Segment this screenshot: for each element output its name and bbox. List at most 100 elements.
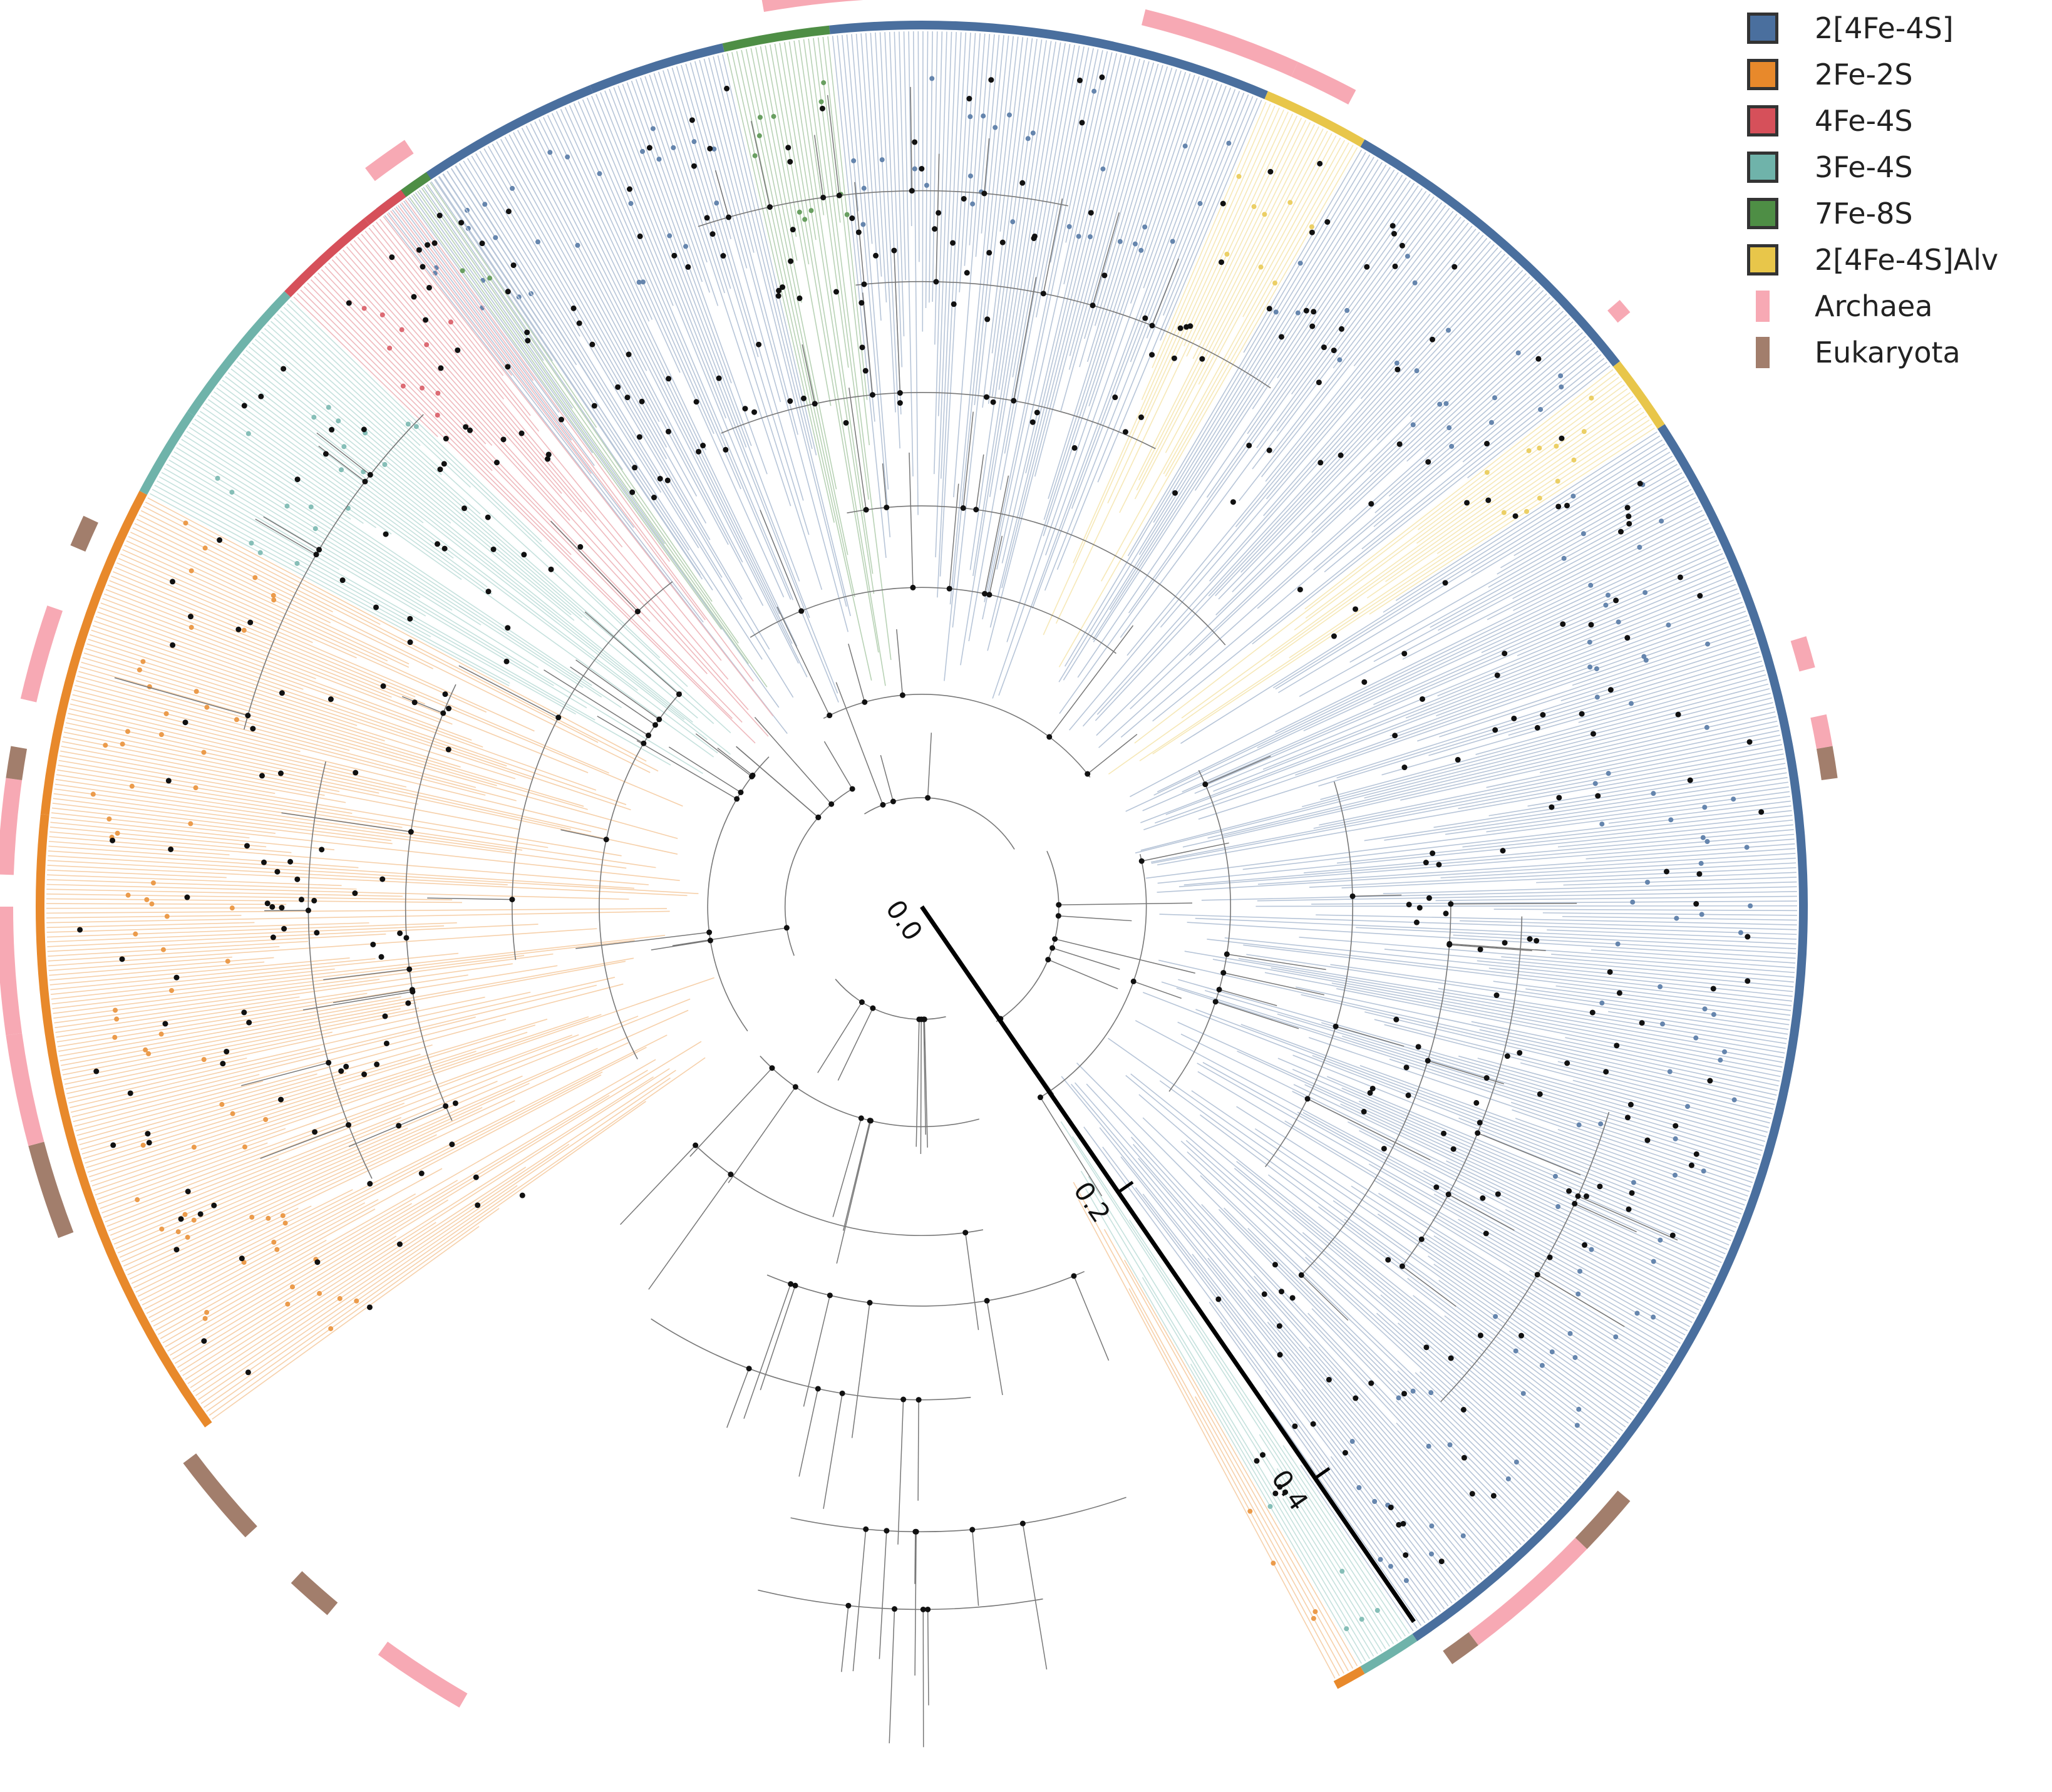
leaf-branch (1299, 480, 1687, 698)
node-dot (278, 1096, 284, 1103)
leaf-branch (1277, 1013, 1760, 1161)
leaf-branch (1275, 447, 1668, 690)
leaf-branch (1060, 63, 1159, 411)
leaf-node (691, 139, 697, 145)
internal-node (1037, 1094, 1043, 1101)
leaf-branch (426, 183, 623, 470)
leaf-branch (1395, 431, 1658, 601)
leaf-branch (60, 750, 346, 803)
node-dot (756, 341, 762, 348)
leaf-node (164, 914, 170, 919)
leaf-branch (127, 1042, 629, 1275)
node-dot (475, 1202, 481, 1208)
leaf-branch (1065, 51, 1108, 243)
leaf-branch (1094, 68, 1173, 326)
leaf-branch (894, 31, 905, 337)
node-dot (1693, 901, 1699, 907)
internal-branch (760, 510, 802, 612)
node-dot (1331, 348, 1337, 354)
leaf-node (493, 235, 498, 240)
node-dot (780, 284, 786, 291)
leaf-node (861, 185, 867, 191)
leaf-node (1574, 1423, 1580, 1428)
node-dot (1122, 429, 1128, 435)
node-dot (269, 904, 276, 910)
leaf-node (129, 783, 135, 789)
leaf-branch (108, 998, 691, 1232)
leaf-branch (1525, 988, 1790, 1026)
leaf-node (158, 1031, 164, 1037)
leaf-node (1606, 771, 1611, 776)
leaf-node (399, 327, 405, 332)
leaf-branch (134, 523, 433, 669)
leaf-node (756, 133, 762, 138)
node-dot (1423, 860, 1429, 866)
internal-branch (651, 1318, 971, 1401)
leaf-node (1066, 224, 1072, 229)
node-dot (849, 215, 855, 222)
leaf-branch (335, 255, 769, 737)
leaf-branch (1165, 597, 1741, 815)
node-dot (1441, 1130, 1447, 1136)
leaf-branch (1368, 1163, 1681, 1344)
node-dot (984, 316, 991, 322)
leaf-branch (59, 957, 634, 1061)
leaf-branch (1254, 1275, 1508, 1558)
internal-node (962, 1230, 969, 1236)
leaf-branch (176, 447, 421, 599)
leaf-branch (58, 765, 353, 814)
node-dot (785, 145, 791, 151)
leaf-branch (1257, 324, 1577, 609)
internal-branch (1039, 854, 1147, 1099)
leaf-branch (59, 755, 276, 795)
node-dot (1560, 621, 1566, 627)
node-dot (1099, 74, 1105, 80)
leaf-branch (1086, 69, 1177, 363)
leaf-node (1394, 360, 1400, 366)
leaf-node (821, 80, 827, 86)
leaf-node (326, 404, 331, 410)
leaf-branch (59, 996, 401, 1057)
leaf-node (1403, 1578, 1409, 1583)
leaf-node (1437, 401, 1443, 407)
node-dot (671, 252, 678, 259)
internal-branch (1215, 1001, 1299, 1029)
leaf-branch (79, 1044, 433, 1146)
node-dot (1433, 1184, 1440, 1190)
leaf-node (1515, 350, 1521, 356)
leaf-branch (126, 540, 388, 662)
leaf-node (1460, 1533, 1466, 1538)
leaf-branch (765, 45, 832, 406)
leaf-branch (192, 1069, 676, 1393)
leaf-branch (1396, 1423, 1515, 1552)
node-dot (314, 1259, 321, 1265)
internal-branch (698, 190, 1069, 227)
legend-label-2fe-2s: 2Fe-2S (1815, 58, 1913, 91)
leaf-node (1629, 701, 1634, 706)
leaf-branch (622, 83, 732, 384)
internal-branch (879, 1530, 887, 1659)
leaf-branch (1078, 1199, 1336, 1679)
leaf-branch (1309, 1346, 1500, 1565)
leaf-node (671, 145, 676, 150)
leaf-branch (1159, 1080, 1629, 1424)
leaf-node (424, 342, 430, 348)
leaf-branch (1135, 1187, 1453, 1604)
leaf-branch (1073, 1182, 1344, 1674)
leaf-branch (940, 32, 962, 479)
internal-branch (758, 1589, 1043, 1610)
leaf-branch (998, 41, 1052, 390)
leaf-branch (1093, 172, 1399, 642)
node-dot (435, 541, 441, 547)
leaf-node (1010, 219, 1016, 225)
leaf-node (1520, 1391, 1526, 1396)
leaf-branch (86, 1088, 341, 1168)
leaf-branch (93, 977, 714, 1192)
leaf-node (1410, 422, 1416, 428)
leaf-node (1446, 425, 1452, 431)
leaf-branch (286, 303, 661, 659)
node-dot (912, 139, 918, 145)
node-dot (1613, 597, 1619, 604)
leaf-branch (1064, 154, 1371, 667)
